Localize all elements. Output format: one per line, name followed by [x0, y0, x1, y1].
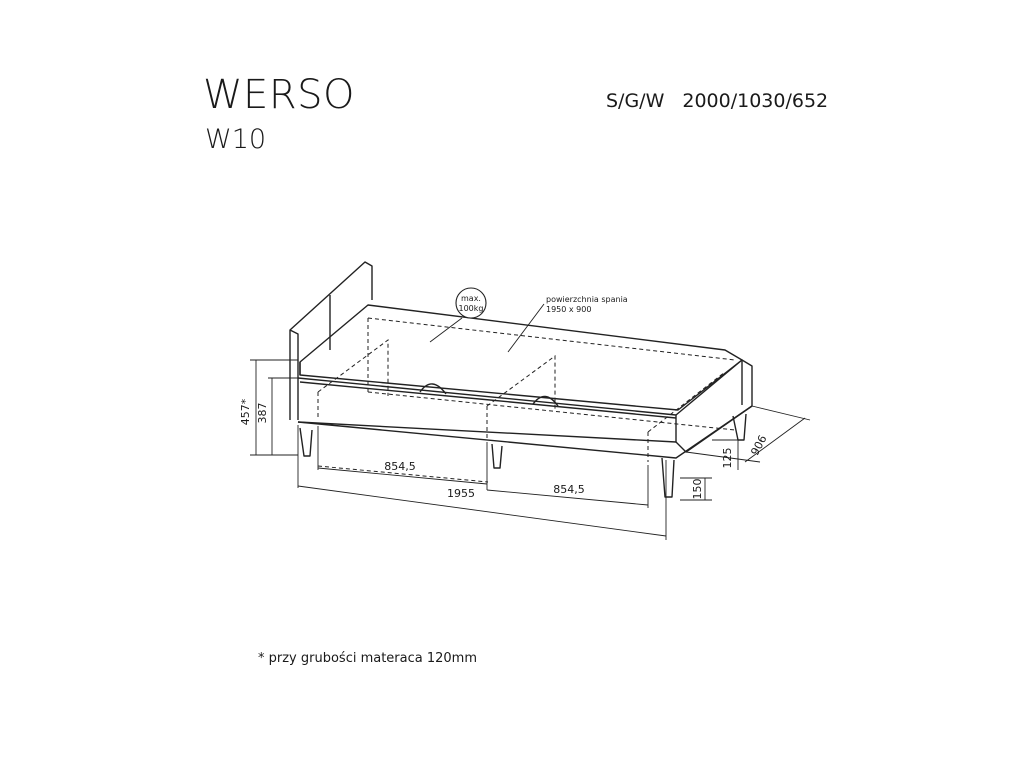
dim-height-total: 457* [239, 398, 252, 425]
dim-drawer-width-left: 854,5 [384, 460, 416, 473]
max-load-line2: 100kg [459, 304, 484, 313]
hidden-lines [317, 317, 736, 483]
dim-height-frame: 387 [256, 403, 269, 424]
max-load-line1: max. [461, 294, 481, 303]
dimensions-axis-label: S/G/W [606, 90, 665, 112]
dimension-lines [250, 359, 811, 540]
sleeping-surface-label: powierzchnia spania [546, 295, 628, 304]
load-circle [455, 287, 487, 319]
sleeping-surface-annotation: powierzchnia spania 1950 x 900 [507, 295, 628, 353]
bed-outline [289, 261, 753, 498]
model-code: W10 [205, 124, 267, 155]
max-load-badge: max. 100kg [429, 287, 487, 343]
sleeping-surface-value: 1950 x 900 [546, 305, 591, 314]
dim-leg-height: 150 [691, 479, 704, 500]
overall-dimensions: S/G/W 2000/1030/652 [606, 90, 828, 112]
product-name: WERSO [203, 72, 355, 118]
dimensions-value: 2000/1030/652 [682, 90, 829, 112]
dim-length-inner: 1955 [447, 487, 475, 500]
mattress-footnote: * przy grubości materaca 120mm [258, 651, 478, 666]
dim-depth: 906 [748, 433, 769, 458]
dim-drawer-height: 125 [721, 448, 734, 469]
dim-drawer-width-right: 854,5 [553, 483, 585, 496]
